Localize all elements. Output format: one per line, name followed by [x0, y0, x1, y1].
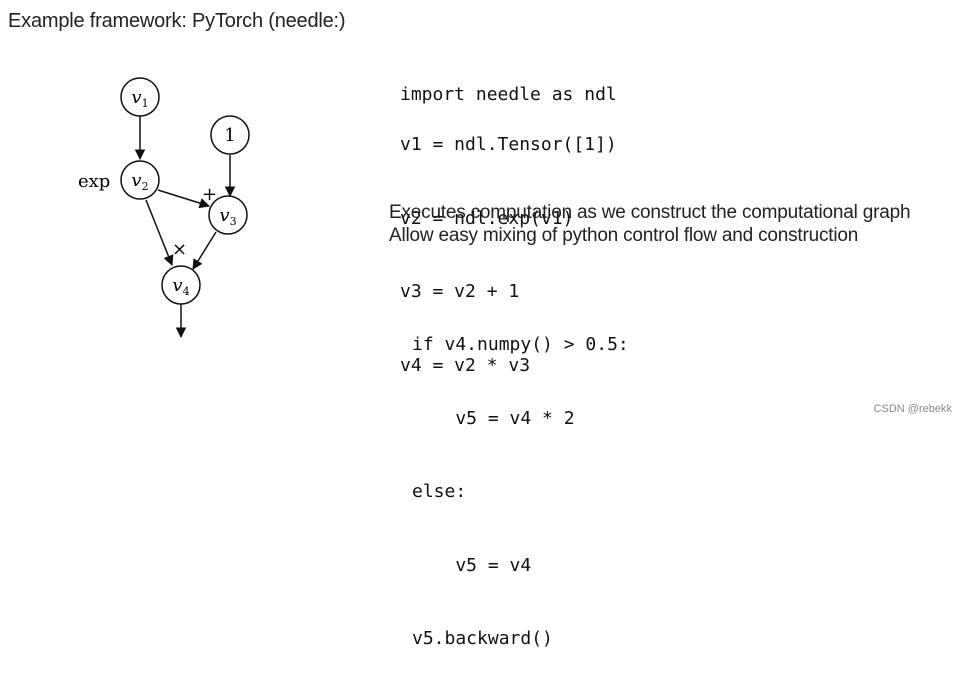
watermark: CSDN @rebekk — [873, 403, 952, 415]
node-constant-1: 1 — [210, 115, 250, 155]
code-line: v1 = ndl.Tensor([1]) — [400, 134, 617, 155]
code-line: v5 = v4 * 2 — [412, 407, 575, 429]
svg-text:v3: v3 — [219, 205, 236, 228]
op-plus-label: + — [202, 184, 217, 205]
code-line: if v4.numpy() > 0.5: — [412, 334, 629, 355]
node-v3: v3 — [208, 195, 248, 235]
code-line: v5.backward() — [412, 628, 553, 649]
svg-text:v1: v1 — [131, 87, 148, 110]
node-v1: v1 — [120, 77, 160, 117]
code-import: import needle as ndl — [400, 34, 617, 132]
description-text: Executes computation as we construct the… — [389, 201, 911, 247]
slide-title: Example framework: PyTorch (needle:) — [8, 10, 346, 32]
code-line: v4 = v2 * v3 — [400, 354, 531, 376]
node-v4: v4 — [161, 265, 201, 305]
op-times-label: × — [172, 239, 187, 260]
computational-graph: v1 1 v2 v3 v4 exp + × — [78, 77, 250, 339]
code-line: v2 = ndl.exp(v1) — [400, 207, 574, 229]
svg-text:v2: v2 — [131, 170, 148, 193]
code-line: else: — [412, 481, 467, 502]
op-exp-label: exp — [78, 171, 110, 192]
svg-text:v4: v4 — [172, 275, 189, 298]
node-v2: v2 — [120, 160, 160, 200]
code-line: v5 = v4 — [412, 554, 532, 576]
description-line: Executes computation as we construct the… — [389, 202, 911, 223]
edge-v2-v4 — [145, 199, 174, 266]
svg-text:1: 1 — [224, 125, 235, 146]
edge-v2-v3 — [157, 189, 211, 209]
code-line: v3 = v2 + 1 — [400, 281, 520, 302]
code-control-flow: if v4.numpy() > 0.5: v5 = v4 * 2 else: v… — [412, 284, 629, 676]
code-line: import needle as ndl — [400, 84, 617, 105]
edge-v3-v4 — [192, 231, 217, 270]
code-graph-construction: v1 = ndl.Tensor([1]) v2 = ndl.exp(v1) v3… — [400, 84, 617, 403]
description-line: Allow easy mixing of python control flow… — [389, 225, 859, 246]
